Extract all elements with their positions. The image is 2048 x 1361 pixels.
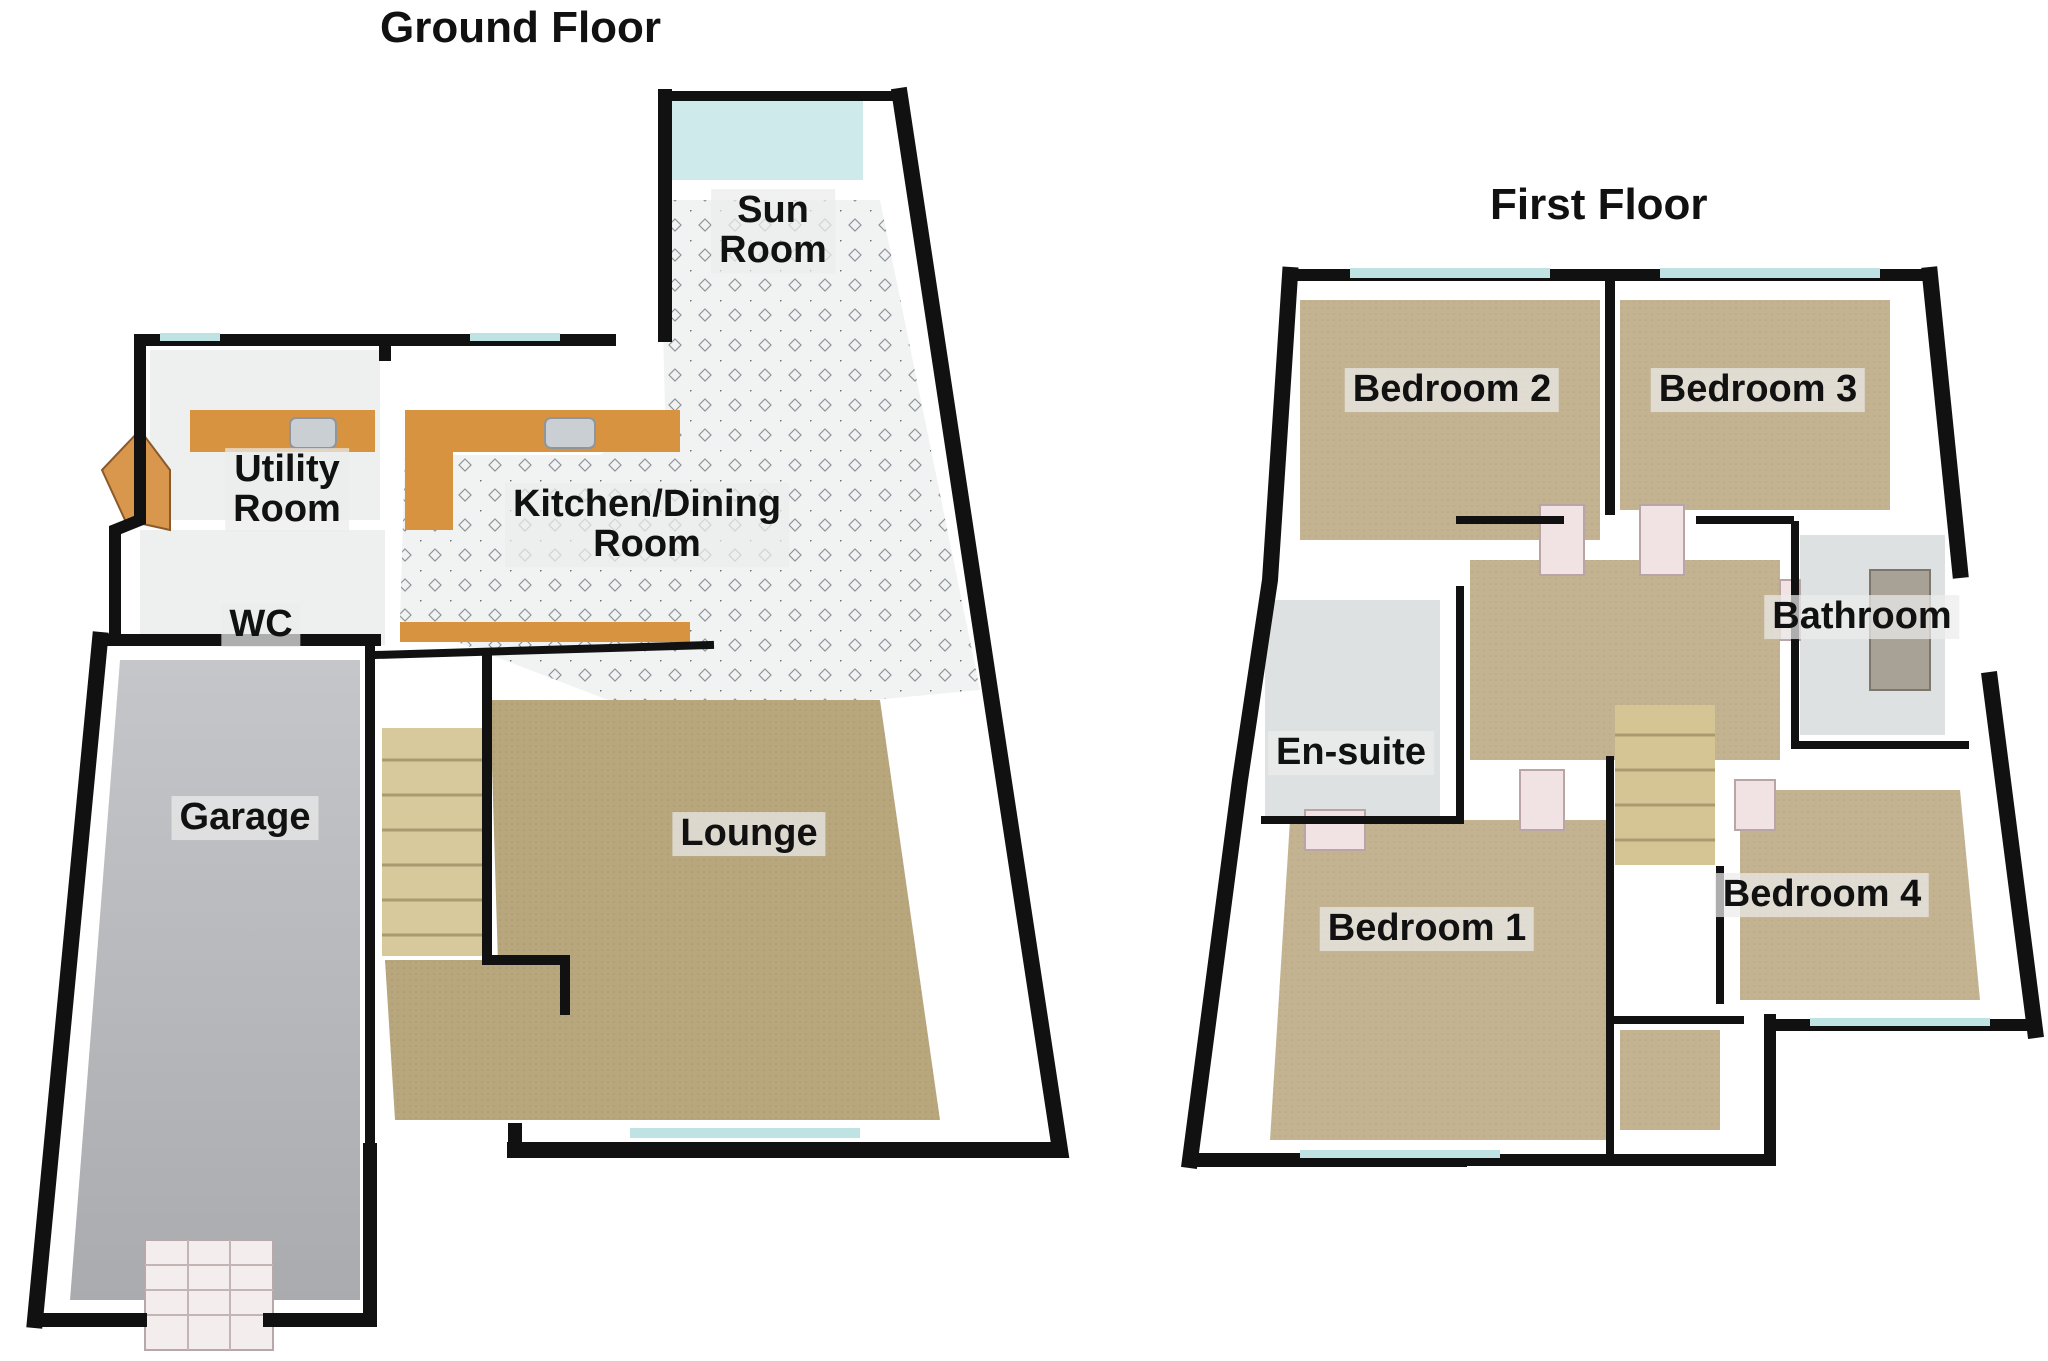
ground-floor-title: Ground Floor	[380, 3, 662, 52]
garage-floor	[70, 660, 360, 1300]
first-floor-stairs	[1615, 705, 1715, 865]
garage-door	[144, 1239, 274, 1351]
en-suite-floor	[1265, 600, 1440, 820]
utility-sink	[289, 417, 337, 449]
lounge-floor	[490, 700, 940, 1120]
kitchen-worktop-bottom	[400, 622, 690, 642]
bedroom-1-floor	[1270, 820, 1610, 1140]
ground-walls	[26, 86, 1070, 1329]
bedroom-4-window	[1810, 1018, 1990, 1026]
bedroom-2-window	[1350, 268, 1550, 278]
kitchen-worktop-side	[405, 410, 453, 530]
bedroom-2-floor	[1300, 300, 1600, 540]
kitchen-sink	[544, 417, 596, 449]
room-label-sun-room: Sun Room	[711, 189, 835, 273]
wc-window	[160, 333, 220, 341]
room-label-utility-room: Utility Room	[225, 448, 349, 532]
bedroom-3-window	[1660, 268, 1880, 278]
room-label-bedroom-4: Bedroom 4	[1714, 873, 1930, 917]
room-label-bedroom-1: Bedroom 1	[1319, 907, 1535, 951]
bedroom-3-door	[1639, 504, 1685, 576]
lounge-window	[630, 1128, 860, 1138]
cupboard-floor	[1620, 1030, 1720, 1130]
hall-floor	[385, 960, 560, 1120]
room-label-garage: Garage	[171, 796, 319, 840]
room-label-lounge: Lounge	[672, 812, 826, 856]
room-label-kitchen-dining: Kitchen/Dining Room	[504, 483, 790, 567]
room-label-bedroom-2: Bedroom 2	[1344, 368, 1560, 412]
room-label-wc: WC	[221, 603, 301, 647]
first-floor-plan	[1181, 266, 2044, 1169]
utility-worktop	[190, 410, 375, 452]
kitchen-window	[470, 333, 560, 341]
room-label-en-suite: En-suite	[1268, 731, 1434, 775]
bedroom-1-door	[1519, 769, 1565, 831]
bedroom-4-door	[1734, 779, 1776, 831]
kitchen-floor	[400, 200, 980, 720]
first-floor-title: First Floor	[1490, 180, 1708, 229]
bedroom-1-window	[1300, 1150, 1500, 1158]
sun-room-window	[668, 100, 863, 180]
ground-floor-plan	[26, 86, 1070, 1351]
bedroom-2-door	[1539, 504, 1585, 576]
ground-stairs	[382, 728, 482, 956]
room-label-bedroom-3: Bedroom 3	[1650, 368, 1866, 412]
room-label-bathroom: Bathroom	[1764, 595, 1960, 639]
